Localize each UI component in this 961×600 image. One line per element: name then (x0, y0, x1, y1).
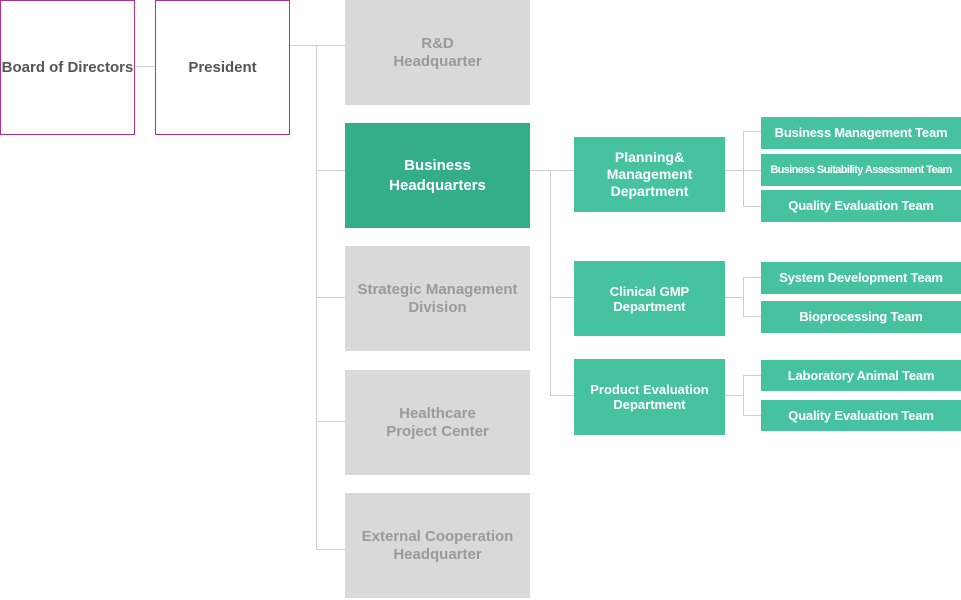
team-business-management-label: Business Management Team (774, 125, 948, 140)
connector-hq-2 (316, 170, 345, 171)
hq-external-label: External Cooperation Headquarter (361, 527, 514, 563)
connector-team-3-2 (743, 415, 761, 416)
connector-dept2-out (725, 297, 744, 298)
team-system-development: System Development Team (761, 262, 961, 294)
connector-team-1-1 (743, 131, 761, 132)
connector-hq-1 (316, 45, 345, 46)
connector-hq-3 (316, 297, 345, 298)
connector-dept1-out (725, 170, 744, 171)
hq-rd-label: R&D Headquarter (393, 34, 482, 70)
connector-team-3-1 (743, 375, 761, 376)
president-box: President (155, 0, 290, 135)
dept-clinical-label: Clinical GMP Department (609, 283, 690, 314)
connector-team-1-3 (743, 206, 761, 207)
team-business-suitability-label: Business Suitability Assessment Team (770, 164, 952, 176)
team-quality-evaluation-1-label: Quality Evaluation Team (788, 198, 934, 213)
board-of-directors-label: Board of Directors (1, 58, 134, 76)
hq-business-label: Business Headquarters (389, 156, 486, 194)
team-laboratory-animal-label: Laboratory Animal Team (787, 367, 935, 383)
connector-dept1-trunk (743, 131, 744, 207)
connector-dept-2 (550, 297, 574, 298)
connector-business-dept (530, 170, 574, 171)
connector-dept2-trunk (743, 277, 744, 317)
connector-dept3-trunk (743, 375, 744, 416)
connector-dept-trunk (550, 170, 551, 396)
connector-board-president (134, 66, 155, 67)
team-quality-evaluation-1: Quality Evaluation Team (761, 190, 961, 222)
president-label: President (188, 58, 257, 76)
hq-strategic-label: Strategic Management Division (357, 280, 518, 316)
dept-product-label: Product Evaluation Department (590, 382, 709, 412)
hq-strategic-box: Strategic Management Division (345, 246, 530, 351)
connector-dept3-out (725, 395, 744, 396)
dept-product-box: Product Evaluation Department (574, 359, 725, 435)
dept-planning-label: Planning& Management Department (606, 149, 693, 199)
connector-hq-4 (316, 421, 345, 422)
connector-team-2-2 (743, 316, 761, 317)
hq-external-box: External Cooperation Headquarter (345, 493, 530, 598)
connector-team-2-1 (743, 277, 761, 278)
team-quality-evaluation-2-label: Quality Evaluation Team (788, 407, 934, 423)
hq-rd-box: R&D Headquarter (345, 0, 530, 105)
connector-team-1-2 (743, 170, 761, 171)
hq-business-box: Business Headquarters (345, 123, 530, 228)
team-system-development-label: System Development Team (779, 270, 943, 285)
connector-hq-5 (316, 549, 345, 550)
team-quality-evaluation-2: Quality Evaluation Team (761, 400, 961, 431)
team-bioprocessing: Bioprocessing Team (761, 301, 961, 333)
team-laboratory-animal: Laboratory Animal Team (761, 360, 961, 391)
connector-dept-3 (550, 395, 574, 396)
dept-planning-box: Planning& Management Department (574, 137, 725, 212)
board-of-directors-box: Board of Directors (0, 0, 135, 135)
dept-clinical-box: Clinical GMP Department (574, 261, 725, 336)
team-bioprocessing-label: Bioprocessing Team (799, 309, 923, 324)
hq-healthcare-label: Healthcare Project Center (386, 404, 489, 440)
team-business-suitability: Business Suitability Assessment Team (761, 154, 961, 186)
connector-president-trunk (290, 45, 317, 46)
team-business-management: Business Management Team (761, 117, 961, 149)
hq-healthcare-box: Healthcare Project Center (345, 370, 530, 475)
